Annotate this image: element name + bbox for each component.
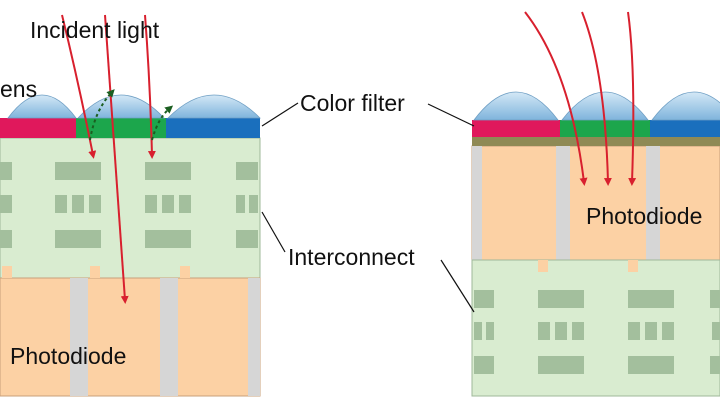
lens-label: ens: [0, 76, 37, 102]
photodiode-label-right: Photodiode: [586, 203, 702, 229]
color-filter-label: Color filter: [300, 90, 405, 116]
left-contact: [90, 266, 100, 278]
left-metal-wiring: [0, 162, 258, 248]
left-interconnect-layer: [0, 137, 261, 279]
right-separator: [556, 146, 570, 260]
left-photodiode-layer: [0, 277, 261, 397]
photodiode-label-left: Photodiode: [10, 343, 126, 369]
left-microlens: [7, 94, 77, 119]
left-separator: [160, 278, 178, 396]
right-microlens: [651, 91, 720, 121]
left-sensor-structure: Photodiode: [0, 14, 261, 397]
left-microlens: [77, 94, 165, 119]
right-interconnect-layer: [471, 259, 720, 397]
right-separator: [646, 146, 660, 260]
color-filter-leader-left: [261, 102, 299, 127]
right-color-filter-red: [472, 120, 560, 137]
right-sensor-structure: Photodiode: [471, 11, 720, 397]
right-microlens: [561, 91, 649, 121]
reflected-light-ray: [89, 89, 115, 141]
left-contact: [2, 266, 12, 278]
interconnect-leader-left: [261, 211, 286, 253]
left-color-filter-green: [76, 118, 166, 138]
left-separator: [70, 278, 88, 396]
interconnect-label: Interconnect: [288, 244, 415, 270]
incident-light-ray: [104, 14, 129, 304]
left-color-filter-blue: [166, 118, 260, 138]
right-metal-wiring: [474, 290, 720, 374]
color-filter-leader-right: [427, 103, 475, 127]
interconnect-leader-right: [440, 259, 475, 313]
left-separator: [248, 278, 260, 396]
left-color-filter-red: [0, 118, 76, 138]
right-photodiode-layer: [471, 145, 720, 261]
incident-light-ray: [581, 11, 612, 186]
incident-light-label: Incident light: [30, 17, 160, 43]
incident-light-ray: [627, 11, 637, 186]
right-filter-base: [472, 137, 720, 146]
right-color-filter-blue: [650, 120, 720, 137]
right-contact: [538, 260, 548, 272]
right-contact: [628, 260, 638, 272]
left-contact: [180, 266, 190, 278]
right-separator: [472, 146, 482, 260]
left-microlens: [167, 94, 261, 119]
incident-light-ray: [524, 11, 588, 186]
right-microlens: [473, 91, 559, 121]
reflected-light-ray: [151, 105, 174, 141]
